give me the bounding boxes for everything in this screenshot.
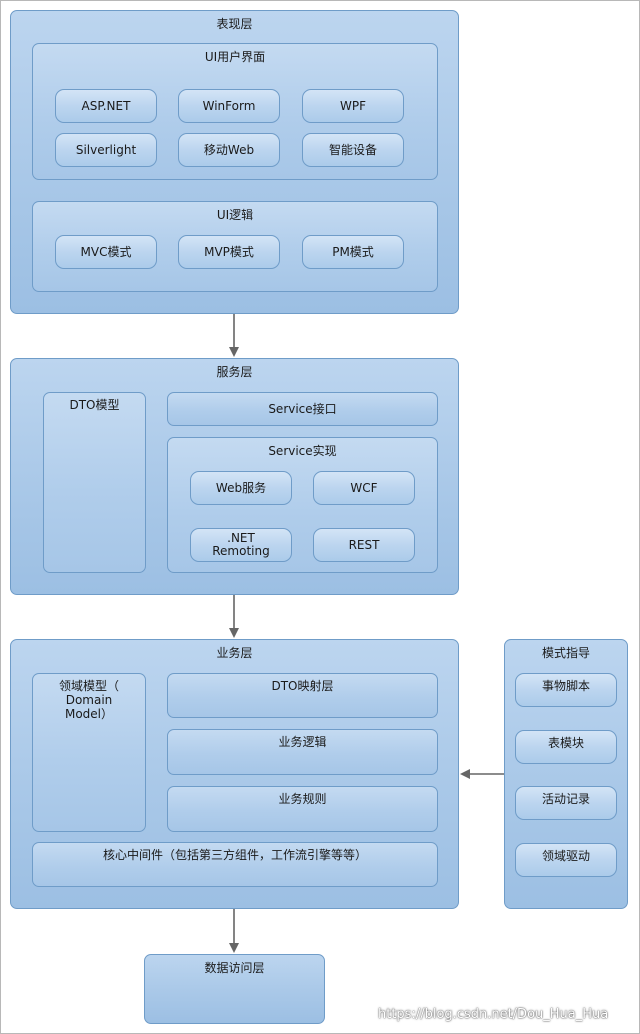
asp-net-node: ASP.NET bbox=[55, 89, 157, 123]
wcf-node: WCF bbox=[313, 471, 415, 505]
ui-logic-title: UI逻辑 bbox=[216, 208, 254, 222]
pattern-guide-panel: 模式指导 事物脚本 表模块 活动记录 领域驱动 bbox=[504, 639, 628, 909]
business-rules-node: 业务规则 bbox=[167, 786, 438, 832]
presentation-layer: 表现层 UI用户界面 ASP.NET WinForm WPF Silverlig… bbox=[10, 10, 459, 314]
dotnet-remoting-node: .NET Remoting bbox=[190, 528, 292, 562]
mvc-pattern-node: MVC模式 bbox=[55, 235, 157, 269]
data-access-layer-title: 数据访问层 bbox=[204, 961, 265, 975]
pattern-guide-title: 模式指导 bbox=[541, 646, 590, 660]
rest-node: REST bbox=[313, 528, 415, 562]
business-logic-node: 业务逻辑 bbox=[167, 729, 438, 775]
watermark-text: https://blog.csdn.net/Dou_Hua_Hua bbox=[378, 1007, 609, 1022]
service-layer: 服务层 DTO模型 Service接口 Service实现 Web服务 WCF … bbox=[10, 358, 459, 595]
service-layer-title: 服务层 bbox=[216, 365, 253, 379]
presentation-layer-title: 表现层 bbox=[216, 17, 253, 31]
mobile-web-node: 移动Web bbox=[178, 133, 280, 167]
table-module-node: 表模块 bbox=[515, 730, 617, 764]
active-record-node: 活动记录 bbox=[515, 786, 617, 820]
domain-model-node: 领域模型（ Domain Model） bbox=[32, 673, 146, 832]
ui-logic-group: UI逻辑 MVC模式 MVP模式 PM模式 bbox=[32, 201, 438, 292]
pm-pattern-node: PM模式 bbox=[302, 235, 404, 269]
smart-device-node: 智能设备 bbox=[302, 133, 404, 167]
service-impl-title: Service实现 bbox=[268, 444, 337, 458]
ui-interface-title: UI用户界面 bbox=[204, 50, 266, 64]
domain-driven-node: 领域驱动 bbox=[515, 843, 617, 877]
data-access-layer: 数据访问层 bbox=[144, 954, 325, 1024]
wpf-node: WPF bbox=[302, 89, 404, 123]
dto-mapping-node: DTO映射层 bbox=[167, 673, 438, 718]
mvp-pattern-node: MVP模式 bbox=[178, 235, 280, 269]
core-middleware-node: 核心中间件（包括第三方组件，工作流引擎等等） bbox=[32, 842, 438, 887]
transaction-script-node: 事物脚本 bbox=[515, 673, 617, 707]
web-service-node: Web服务 bbox=[190, 471, 292, 505]
dto-model-node: DTO模型 bbox=[43, 392, 146, 573]
service-impl-group: Service实现 Web服务 WCF .NET Remoting REST bbox=[167, 437, 438, 573]
winform-node: WinForm bbox=[178, 89, 280, 123]
silverlight-node: Silverlight bbox=[55, 133, 157, 167]
ui-interface-group: UI用户界面 ASP.NET WinForm WPF Silverlight 移… bbox=[32, 43, 438, 180]
service-interface-node: Service接口 bbox=[167, 392, 438, 426]
business-layer-title: 业务层 bbox=[216, 646, 253, 660]
business-layer: 业务层 领域模型（ Domain Model） DTO映射层 业务逻辑 业务规则… bbox=[10, 639, 459, 909]
